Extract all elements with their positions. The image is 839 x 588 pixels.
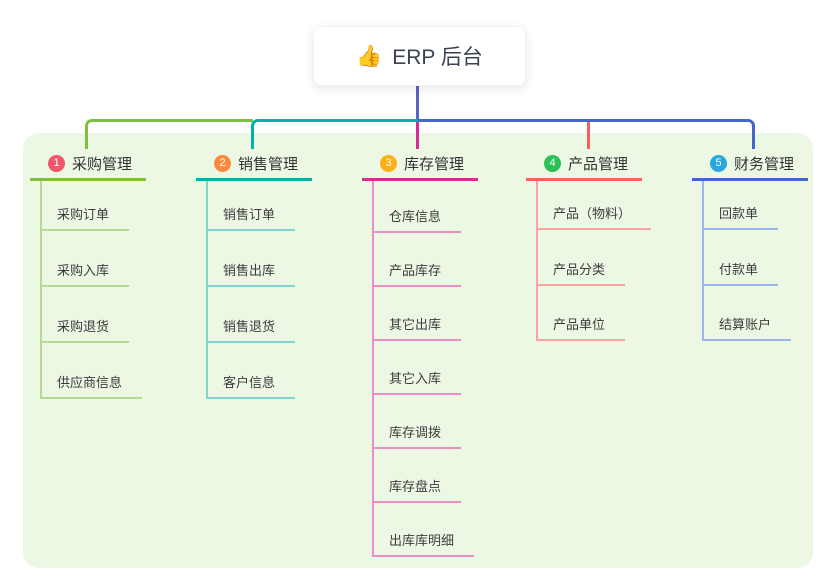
branch-4: 4 产品管理产品（物料） 产品分类产品单位 <box>526 148 652 341</box>
leaf-node[interactable]: 产品单位 <box>536 311 626 341</box>
thumbs-up-icon: 👍 <box>356 44 383 68</box>
branch-3: 3 库存管理仓库信息产品库存其它出库其它入库库存调拨库存盘点出库库明细 <box>362 148 479 557</box>
branch-trunk-line <box>372 181 374 557</box>
root-title: ERP 后台 <box>392 46 483 69</box>
branch-number-badge: 4 <box>544 154 561 172</box>
branch-node[interactable]: 1 采购管理 <box>30 148 147 181</box>
branch-number-badge: 5 <box>710 154 727 172</box>
leaf-node[interactable]: 采购订单 <box>40 201 130 231</box>
leaf-node[interactable]: 结算账户 <box>702 311 792 341</box>
branch-number-badge: 3 <box>380 154 397 172</box>
branch-node[interactable]: 3 库存管理 <box>362 148 479 181</box>
branch-trunk-line <box>206 181 208 399</box>
leaf-node[interactable]: 采购退货 <box>40 313 130 343</box>
leaf-node[interactable]: 采购入库 <box>40 257 130 287</box>
branch-label: 产品管理 <box>568 155 629 173</box>
branch-trunk-line <box>702 181 704 341</box>
leaf-node[interactable]: 供应商信息 <box>40 369 143 399</box>
connector-root-stub <box>416 84 419 122</box>
mindmap-canvas-panel <box>23 133 813 568</box>
branch-label: 财务管理 <box>734 155 795 173</box>
branch-5: 5 财务管理回款单付款单结算账户 <box>692 148 809 341</box>
leaf-node[interactable]: 销售退货 <box>206 313 296 343</box>
leaf-node[interactable]: 销售出库 <box>206 257 296 287</box>
leaf-node[interactable]: 其它入库 <box>372 365 462 395</box>
leaf-node[interactable]: 产品分类 <box>536 256 626 286</box>
branch-label: 采购管理 <box>72 155 133 173</box>
branch-node[interactable]: 2 销售管理 <box>196 148 313 181</box>
branch-node[interactable]: 4 产品管理 <box>526 148 643 181</box>
branch-1: 1 采购管理采购订单采购入库采购退货供应商信息 <box>30 148 147 399</box>
leaf-node[interactable]: 回款单 <box>702 200 779 230</box>
connector-branch-3 <box>416 122 419 149</box>
leaf-node[interactable]: 库存调拨 <box>372 419 462 449</box>
branch-2: 2 销售管理销售订单销售出库销售退货客户信息 <box>196 148 313 399</box>
connector-branch-2 <box>251 119 418 149</box>
connector-branch-5 <box>418 119 755 149</box>
leaf-node[interactable]: 库存盘点 <box>372 473 462 503</box>
branch-number-badge: 2 <box>214 154 231 172</box>
leaf-node[interactable]: 仓库信息 <box>372 203 462 233</box>
root-node[interactable]: 👍 ERP 后台 <box>313 26 526 86</box>
leaf-node[interactable]: 产品（物料） <box>536 200 652 230</box>
leaf-node[interactable]: 付款单 <box>702 256 779 286</box>
leaf-node[interactable]: 产品库存 <box>372 257 462 287</box>
connector-branch-1 <box>85 119 253 149</box>
leaf-node[interactable]: 其它出库 <box>372 311 462 341</box>
leaf-node[interactable]: 客户信息 <box>206 369 296 399</box>
connector-branch-4 <box>587 122 590 149</box>
branch-number-badge: 1 <box>48 154 65 172</box>
leaf-node[interactable]: 销售订单 <box>206 201 296 231</box>
branch-label: 销售管理 <box>238 155 299 173</box>
leaf-node[interactable]: 出库库明细 <box>372 527 475 557</box>
branch-trunk-line <box>536 181 538 341</box>
branch-trunk-line <box>40 181 42 399</box>
branch-node[interactable]: 5 财务管理 <box>692 148 809 181</box>
branch-label: 库存管理 <box>404 155 465 173</box>
